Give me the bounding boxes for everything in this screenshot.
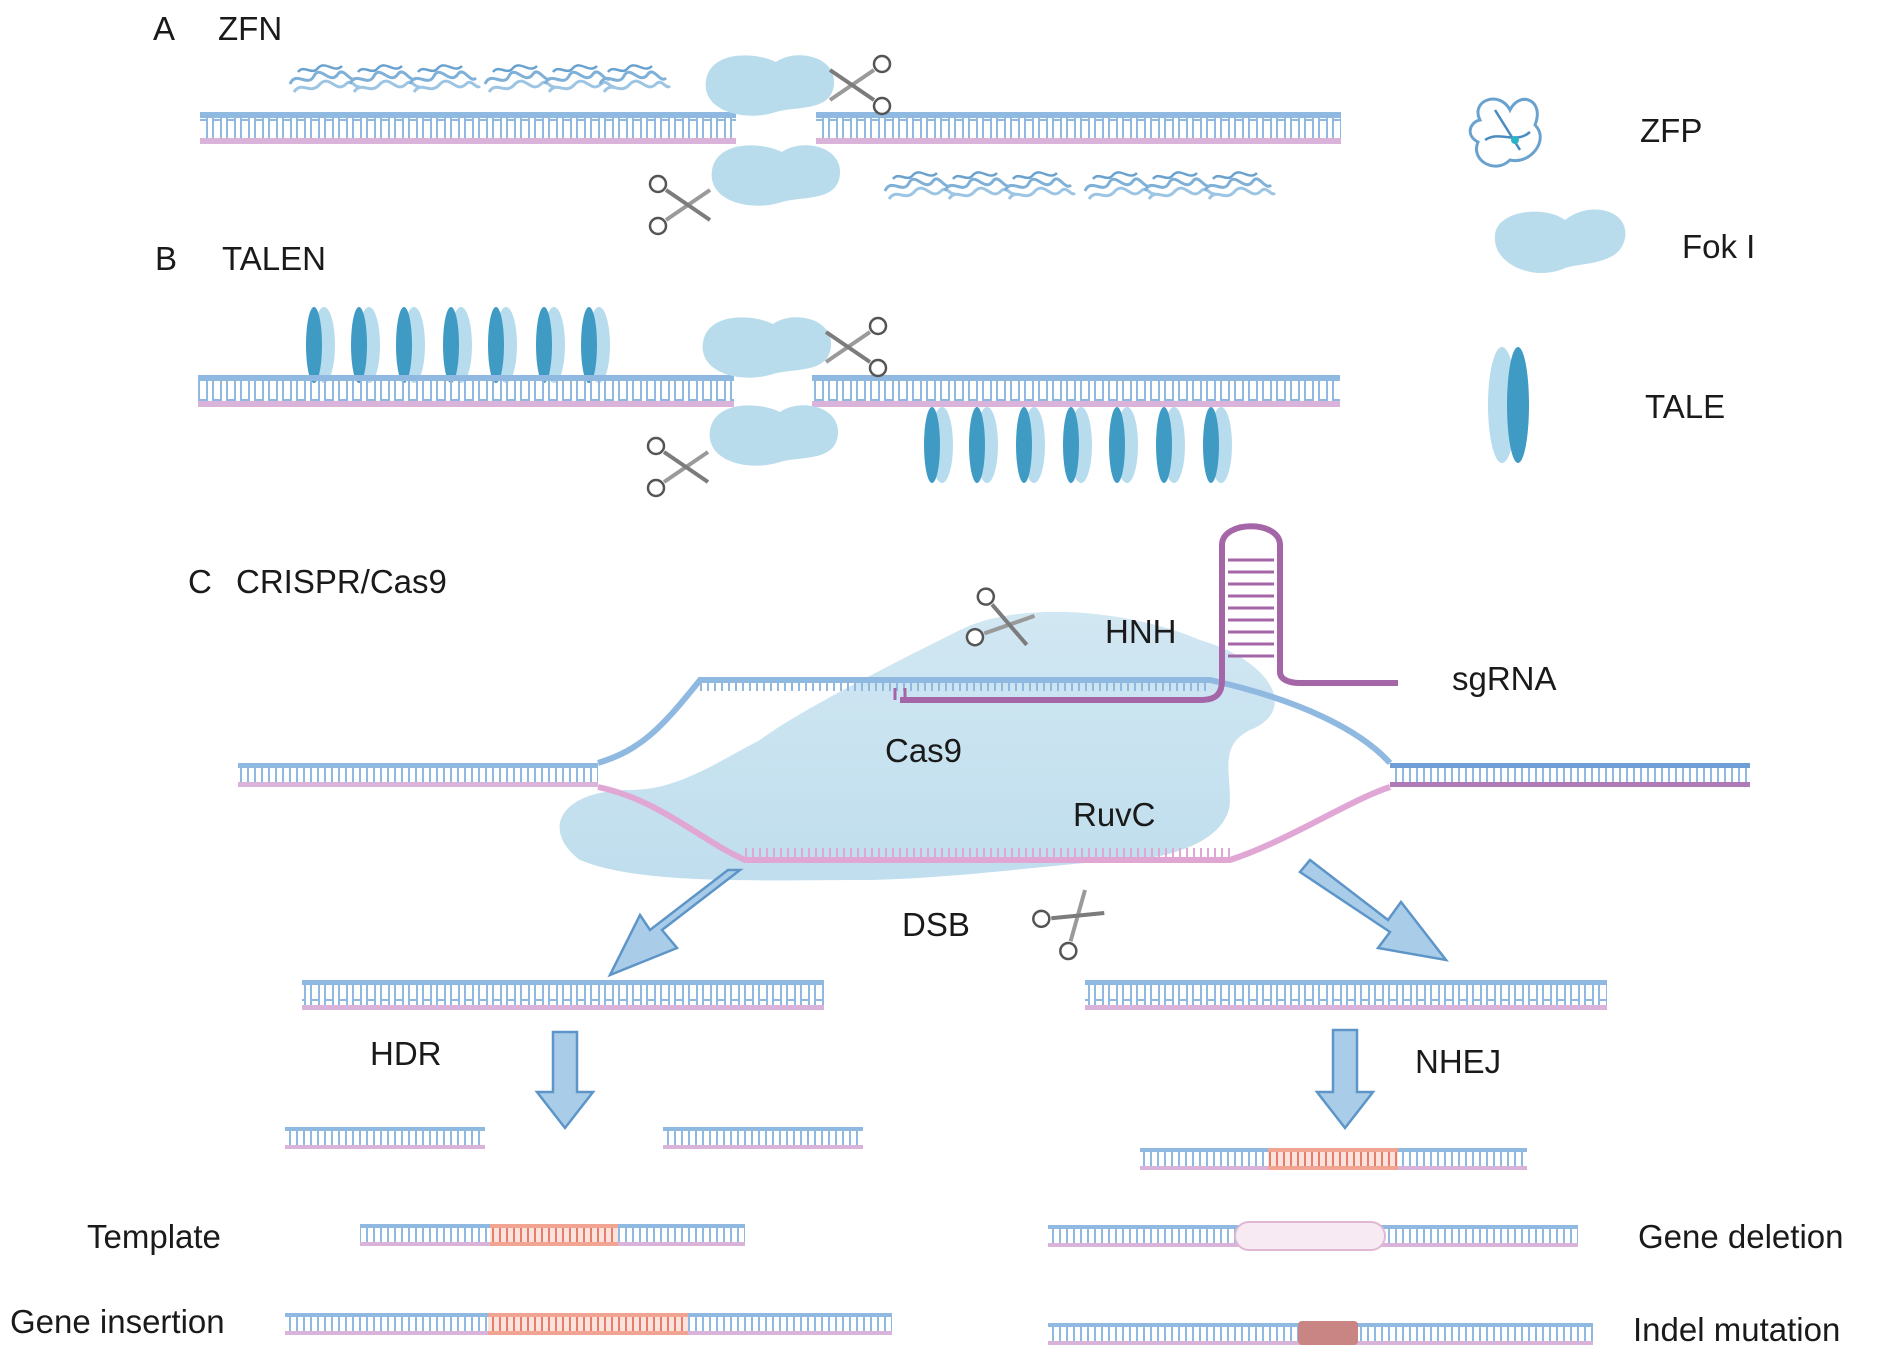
tale-legend-icon (1488, 347, 1529, 463)
scissors-icon (1028, 877, 1116, 965)
fok-i-legend-icon (1494, 209, 1626, 273)
sgrna (893, 523, 1398, 703)
dna-hdr-repaired (302, 980, 824, 1010)
fok-i-bottom-b (709, 405, 839, 466)
panel-c-letter: C (188, 563, 212, 600)
dna-hdr-break-left (285, 1127, 485, 1149)
arrow-to-hdr (607, 868, 744, 978)
dna-indel-mutation (1048, 1321, 1593, 1345)
legend-foki-label: Fok I (1682, 228, 1755, 265)
arrow-down-nhej (1314, 1028, 1376, 1131)
panel-b: B TALEN (155, 240, 1340, 498)
dna-nhej-ligated (1140, 1148, 1527, 1170)
sgrna-label: sgRNA (1452, 660, 1557, 697)
arrow-to-nhej (1298, 858, 1449, 962)
gene-deletion-label: Gene deletion (1638, 1218, 1844, 1255)
gene-insertion-label: Gene insertion (10, 1303, 225, 1340)
panel-b-letter: B (155, 240, 177, 277)
dna-hdr-break-right (663, 1127, 863, 1149)
zinc-finger-array-right-bottom (883, 170, 1277, 201)
panel-a-letter: A (153, 10, 175, 47)
dna-nhej-repaired (1085, 980, 1607, 1010)
dna-upper-strand (597, 677, 1393, 766)
nhej-label: NHEJ (1415, 1043, 1501, 1080)
dna-zfn-left (200, 112, 736, 144)
fok-i-bottom-a (711, 145, 841, 206)
scissors-icon (648, 174, 712, 236)
scissors-icon (828, 54, 892, 116)
zinc-finger-array-left-top (288, 63, 672, 94)
dna-lower-strand (597, 784, 1391, 863)
legend-zfp-label: ZFP (1640, 112, 1702, 149)
panel-c-title: CRISPR/Cas9 (236, 563, 447, 600)
panel-a-title: ZFN (218, 10, 282, 47)
hdr-label: HDR (370, 1035, 442, 1072)
panel-a: A ZFN (153, 10, 1341, 236)
dna-gene-insertion (285, 1313, 892, 1335)
panel-c: C CRISPR/Cas9 HNH sgRNA (10, 523, 1844, 1348)
dna-zfn-right (816, 112, 1341, 144)
legend-tale-label: TALE (1645, 388, 1725, 425)
tale-array-top (306, 307, 610, 383)
legend: ZFP Fok I TALE (1468, 97, 1755, 463)
scissors-icon (646, 436, 710, 498)
scissors-icon (824, 316, 888, 378)
tale-array-bottom (924, 407, 1232, 483)
ruvc-label: RuvC (1073, 796, 1156, 833)
template-label: Template (87, 1218, 221, 1255)
zfp-icon (1468, 97, 1542, 168)
dna-template (360, 1224, 745, 1246)
dsb-label: DSB (902, 906, 970, 943)
fok-i-top-a (705, 55, 835, 116)
fok-i-top-b (702, 317, 832, 378)
panel-b-title: TALEN (222, 240, 326, 277)
dna-talen-left (198, 375, 734, 407)
dna-gene-deletion (1048, 1221, 1578, 1251)
indel-mutation-label: Indel mutation (1633, 1311, 1840, 1348)
hnh-label: HNH (1105, 613, 1177, 650)
cas9-label: Cas9 (885, 732, 962, 769)
arrow-down-hdr (534, 1030, 596, 1131)
dna-talen-right (812, 375, 1340, 407)
dna-crispr-left (238, 763, 598, 787)
dna-crispr-right (1390, 763, 1750, 787)
